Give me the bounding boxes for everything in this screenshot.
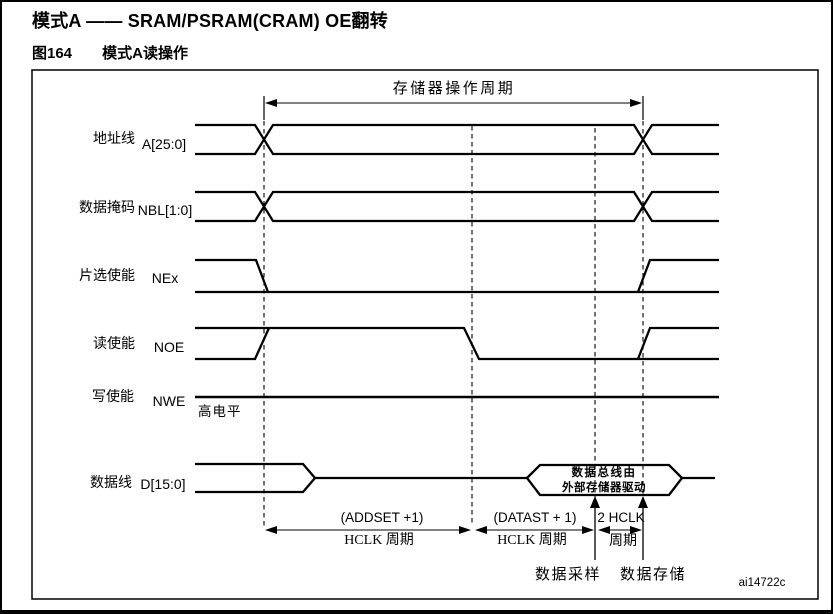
data-sample-label: 数据采样 <box>535 566 601 583</box>
page-title: 模式A —— SRAM/PSRAM(CRAM) OE翻转 <box>32 11 388 31</box>
data-bus-bottom <box>195 477 316 494</box>
label-chipsel-cn: 片选使能 <box>79 267 135 283</box>
nex-high-fall <box>195 258 270 293</box>
figure-watermark: ai14722c <box>739 577 786 589</box>
span-arrowhead-left <box>265 99 277 107</box>
signal-labels: 地址线 A[25:0] 数据掩码 NBL[1:0] 片选使能 NEx 读使能 N… <box>79 130 192 492</box>
twohclk-label-bottom: 周期 <box>609 533 637 549</box>
waveforms <box>195 123 719 497</box>
label-data-sig: D[15:0] <box>140 476 185 492</box>
diagram-border <box>31 69 819 600</box>
noe-high-fall-low <box>195 326 719 361</box>
label-read-cn: 读使能 <box>93 335 135 351</box>
label-mask-cn: 数据掩码 <box>79 199 135 215</box>
label-read-sig: NOE <box>154 339 184 355</box>
memory-cycle-label: 存储器操作周期 <box>393 80 516 97</box>
label-address-cn: 地址线 <box>93 130 135 146</box>
nbl-bus-top <box>195 190 719 209</box>
phase-arrowheads <box>265 526 642 534</box>
datast-label-bottom: HCLK 周期 <box>497 532 567 548</box>
datast-arrowhead-left <box>475 526 487 534</box>
addset-arrowhead-left <box>265 526 277 534</box>
data-bus-annotation-line1: 数据总线由 <box>572 465 637 479</box>
twohclk-arrowhead-right <box>630 526 642 534</box>
label-address-sig: A[25:0] <box>142 136 186 152</box>
waveform-address-bus <box>195 123 719 156</box>
datast-label-top: (DATAST + 1) <box>494 510 577 525</box>
phase-labels: (ADDSET +1) HCLK 周期 (DATAST + 1) HCLK 周期… <box>341 510 645 549</box>
data-bus-annotation: 数据总线由 外部存储器驱动 <box>561 465 646 494</box>
address-bus-top <box>195 123 719 142</box>
figure-title: 模式A读操作 <box>102 45 189 62</box>
nex-rise-high <box>636 258 719 293</box>
waveform-data-bus <box>195 462 715 497</box>
figure-number: 图164 <box>32 45 73 62</box>
data-store-arrowhead <box>638 496 648 508</box>
twohclk-label-top: 2 HCLK <box>597 510 644 525</box>
noe-low-rise <box>195 327 271 361</box>
addset-label-bottom: HCLK 周期 <box>344 532 414 548</box>
addset-arrowhead-right <box>459 526 471 534</box>
waveform-nbl-bus <box>195 190 719 223</box>
data-sample-arrowhead <box>590 496 600 508</box>
data-store-label: 数据存储 <box>620 566 686 583</box>
nwe-high-level-note: 高电平 <box>198 403 242 419</box>
waveform-noe <box>195 326 719 361</box>
label-mask-sig: NBL[1:0] <box>138 202 192 218</box>
label-data-cn: 数据线 <box>90 474 132 490</box>
datast-arrowhead-right <box>582 526 594 534</box>
event-markers: 数据采样 数据存储 <box>535 496 686 583</box>
figure-caption: 图164 模式A读操作 <box>32 42 188 63</box>
timing-diagram: 存储器操作周期 地址线 A[25:0] 数据掩码 NBL[1:0] 片选使能 N… <box>31 69 819 600</box>
nbl-bus-bottom <box>195 204 719 223</box>
address-bus-bottom <box>195 137 719 156</box>
data-bus-top <box>195 462 316 479</box>
label-chipsel-sig: NEx <box>152 270 178 286</box>
noe-rise-high <box>636 326 719 360</box>
span-arrowhead-right <box>630 99 642 107</box>
twohclk-arrowhead-left <box>598 526 610 534</box>
addset-label-top: (ADDSET +1) <box>341 510 424 525</box>
data-bus-annotation-line2: 外部存储器驱动 <box>561 480 646 494</box>
memory-cycle-span: 存储器操作周期 <box>263 80 644 120</box>
waveform-nex <box>195 258 719 294</box>
label-write-sig: NWE <box>153 393 186 409</box>
label-write-cn: 写使能 <box>92 388 134 404</box>
